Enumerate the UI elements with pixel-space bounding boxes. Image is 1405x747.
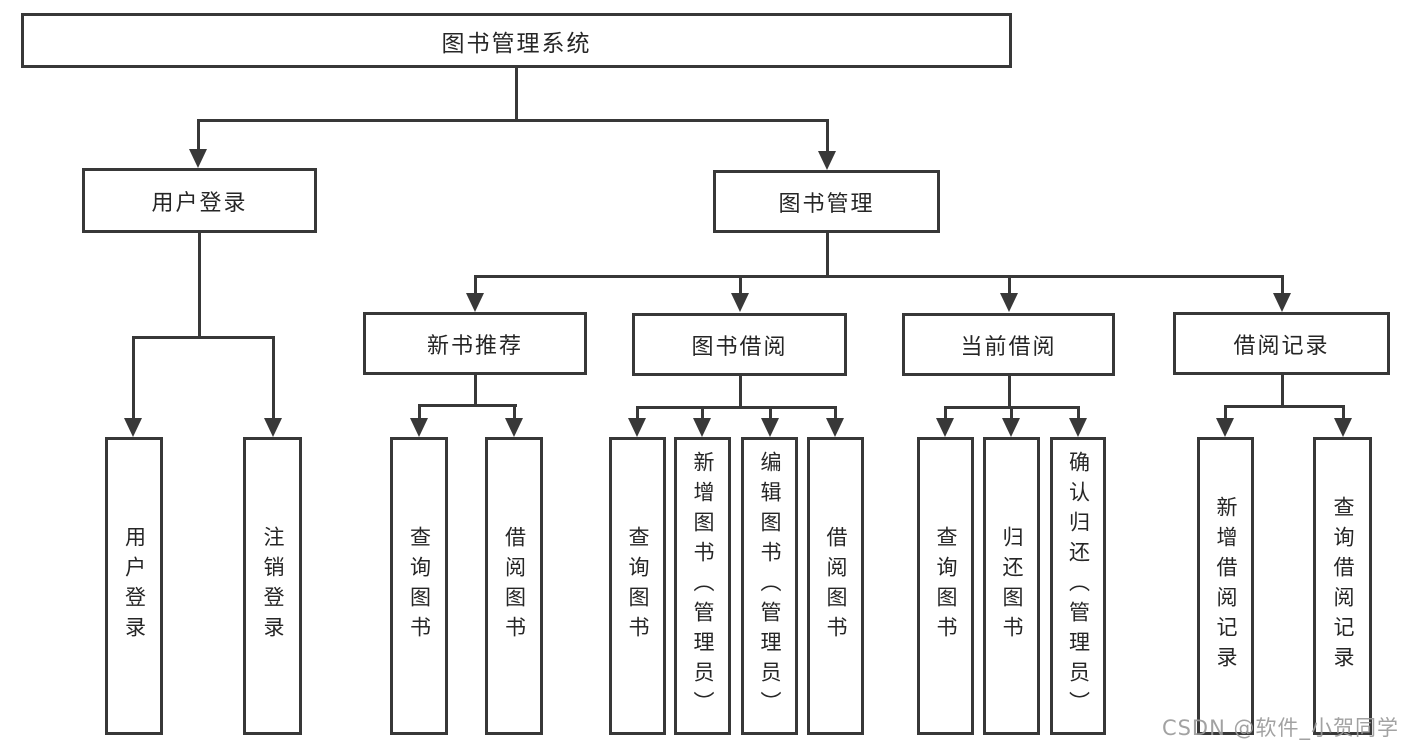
arrow-down-icon (1334, 418, 1352, 437)
edge-current-stem (1008, 275, 1011, 294)
leaf-borrow-books-1-label: 借阅图书 (502, 526, 527, 646)
arrow-down-icon (818, 151, 836, 170)
leaf-logout: 注销登录 (243, 437, 302, 735)
edge-user-login-stem (197, 119, 200, 149)
edge-user-login-down (198, 233, 201, 339)
arrow-down-icon (410, 418, 428, 437)
arrow-down-icon (628, 418, 646, 437)
leaf-query-books-1: 查询图书 (390, 437, 448, 735)
arrow-down-icon (826, 418, 844, 437)
node-user-login: 用户登录 (82, 168, 317, 233)
leaf-user-login: 用户登录 (105, 437, 163, 735)
node-book-borrow-label: 图书借阅 (691, 334, 788, 360)
edge-leaf-stem (418, 404, 421, 419)
leaf-query-books-1-label: 查询图书 (407, 526, 432, 646)
arrow-down-icon (189, 149, 207, 168)
leaf-query-books-2-label: 查询图书 (626, 526, 650, 646)
edge-leaf-stem (1342, 405, 1345, 419)
leaf-query-books-2: 查询图书 (609, 437, 666, 735)
node-book-system: 图书管理系统 (21, 13, 1012, 68)
edge-records-branch (1224, 405, 1345, 408)
node-borrow-records-label: 借阅记录 (1233, 333, 1330, 359)
leaf-add-books-admin-label: 新增图书（管理员） (691, 451, 715, 721)
leaf-borrow-books-2: 借阅图书 (807, 437, 864, 735)
arrow-down-icon (1069, 418, 1087, 437)
arrow-down-icon (761, 418, 779, 437)
leaf-user-login-label: 用户登录 (122, 526, 147, 646)
node-new-books-label: 新书推荐 (426, 333, 523, 359)
edge-logout-leaf-stem (272, 336, 275, 418)
node-book-mgmt: 图书管理 (713, 170, 940, 233)
leaf-logout-label: 注销登录 (261, 526, 285, 646)
edge-leaf-stem (513, 404, 516, 419)
arrow-down-icon (1273, 293, 1291, 312)
leaf-edit-books-admin-label: 编辑图书（管理员） (758, 451, 782, 721)
arrow-down-icon (1000, 293, 1018, 312)
edge-records-stem (1281, 275, 1284, 294)
arrow-down-icon (1002, 418, 1020, 437)
edge-leaf-stem (834, 406, 837, 419)
leaf-add-borrow-record-label: 新增借阅记录 (1214, 496, 1238, 676)
node-new-books: 新书推荐 (363, 312, 587, 375)
arrow-down-icon (936, 418, 954, 437)
leaf-edit-books-admin: 编辑图书（管理员） (741, 437, 798, 735)
leaf-query-books-3: 查询图书 (917, 437, 974, 735)
edge-level2-branch (197, 119, 829, 122)
node-book-system-label: 图书管理系统 (441, 30, 592, 57)
arrow-down-icon (693, 418, 711, 437)
node-book-borrow: 图书借阅 (632, 313, 847, 376)
leaf-query-borrow-record-label: 查询借阅记录 (1331, 496, 1355, 676)
leaf-add-books-admin: 新增图书（管理员） (674, 437, 731, 735)
arrow-down-icon (505, 418, 523, 437)
edge-leaf-stem (701, 406, 704, 419)
edge-login-leaf-stem (132, 336, 135, 418)
edge-root-stem (515, 68, 518, 122)
edge-book-mgmt-stem (826, 119, 829, 152)
leaf-add-borrow-record: 新增借阅记录 (1197, 437, 1254, 735)
edge-leaf-stem (944, 406, 947, 419)
edge-new-books-branch (418, 404, 517, 407)
node-current-borrow-label: 当前借阅 (960, 334, 1057, 360)
leaf-query-books-3-label: 查询图书 (934, 526, 958, 646)
node-user-login-label: 用户登录 (151, 190, 248, 216)
leaf-return-books-label: 归还图书 (1000, 526, 1024, 646)
arrow-down-icon (466, 293, 484, 312)
edge-new-books-stem (474, 275, 477, 294)
edge-leaf-stem (1010, 406, 1013, 419)
edge-records-down (1281, 375, 1284, 408)
arrow-down-icon (1216, 418, 1234, 437)
csdn-watermark: CSDN @软件_小贺同学 (1161, 716, 1399, 740)
edge-leaf-stem (1224, 405, 1227, 419)
arrow-down-icon (731, 293, 749, 312)
node-current-borrow: 当前借阅 (902, 313, 1115, 376)
leaf-query-borrow-record: 查询借阅记录 (1313, 437, 1372, 735)
node-borrow-records: 借阅记录 (1173, 312, 1390, 375)
edge-borrow-stem (739, 275, 742, 294)
leaf-borrow-books-1: 借阅图书 (485, 437, 543, 735)
edge-book-mgmt-down (826, 233, 829, 278)
edge-leaf-stem (1077, 406, 1080, 419)
arrow-down-icon (124, 418, 142, 437)
arrow-down-icon (264, 418, 282, 437)
edge-book-borrow-branch (636, 406, 837, 409)
leaf-confirm-return-admin-label: 确认归还（管理员） (1066, 451, 1091, 721)
edge-level3-branch (474, 275, 1283, 278)
edge-user-login-branch (132, 336, 275, 339)
edge-new-books-down (474, 375, 477, 407)
edge-leaf-stem (769, 406, 772, 419)
leaf-return-books: 归还图书 (983, 437, 1040, 735)
leaf-borrow-books-2-label: 借阅图书 (824, 526, 848, 646)
edge-current-down (1008, 376, 1011, 409)
leaf-confirm-return-admin: 确认归还（管理员） (1050, 437, 1106, 735)
edge-leaf-stem (636, 406, 639, 419)
node-book-mgmt-label: 图书管理 (778, 191, 875, 217)
edge-book-borrow-down (739, 376, 742, 409)
